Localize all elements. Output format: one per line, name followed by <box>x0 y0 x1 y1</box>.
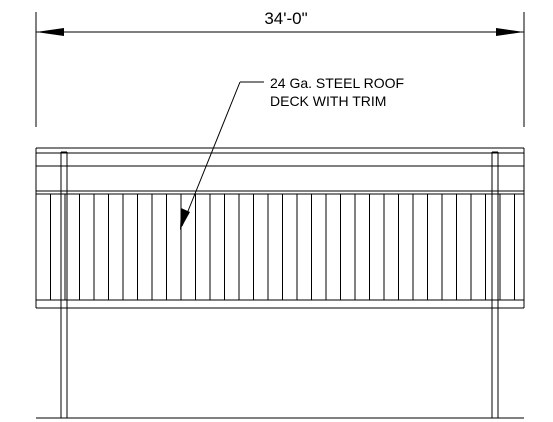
roof-deck-panel <box>35 191 525 308</box>
dimension-arrow-right <box>496 28 524 36</box>
support-columns <box>60 151 499 418</box>
dimension-label: 34'-0" <box>264 9 307 28</box>
deck-ribs <box>50 194 515 300</box>
overall-dimension <box>35 12 525 127</box>
callout-line-2: DECK WITH TRIM <box>270 93 386 109</box>
leader-arrowhead <box>180 208 190 230</box>
leader-line <box>181 81 241 227</box>
callout-line-1: 24 Ga. STEEL ROOF <box>270 75 404 91</box>
dimension-arrow-left <box>36 28 64 36</box>
roof-fascia <box>35 147 525 192</box>
leader-callout <box>180 81 264 230</box>
